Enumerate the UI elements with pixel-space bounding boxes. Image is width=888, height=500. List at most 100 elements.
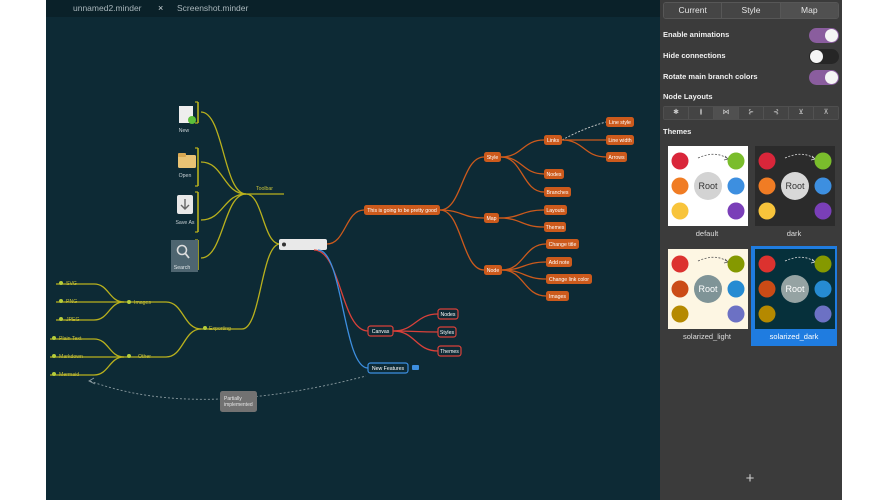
theme-color-swatch [758,177,776,195]
tab-screenshot[interactable]: Screenshot.minder [177,3,249,13]
partially-implemented-note[interactable] [220,391,257,412]
partially-label: Partially [224,396,242,402]
theme-color-swatch [814,305,832,323]
theme-color-swatch [758,280,776,298]
node-arrows[interactable] [606,152,627,162]
switch-knob [810,50,823,63]
node-change-title[interactable] [546,239,579,249]
theme-root-node [694,275,722,303]
link-images [165,301,202,330]
layout-horizontal-icon[interactable]: ⋈ [714,107,739,119]
node-node[interactable] [484,265,502,275]
layout-radial-icon[interactable]: ✱ [664,107,689,119]
theme-color-swatch [814,202,832,220]
link-toolbar-item [200,193,247,259]
node-line-width-label: Line width [608,138,631,144]
link-layouts [498,209,545,219]
node-links[interactable] [544,135,562,145]
sidebar-panel: Current Style Map Enable animations Hide… [660,0,842,500]
node-branches[interactable] [544,187,571,197]
node-style[interactable] [484,152,501,162]
node-new-features[interactable] [367,362,409,374]
link-toolbar-item [200,161,247,195]
root-node[interactable] [279,239,327,250]
plain-text-label: Plain Text [59,336,82,342]
link-themes-m [498,217,545,228]
images-label: Images [134,300,151,306]
theme-color-swatch [814,177,832,195]
node-pretty-good[interactable] [364,205,440,215]
rotate-colors-switch[interactable] [809,70,839,85]
dashed-connection [89,375,367,400]
node-line-width[interactable] [606,135,634,145]
enable-animations-switch[interactable] [809,28,839,43]
theme-color-swatch [727,152,745,170]
node-change-link-color[interactable] [546,274,592,284]
jpeg-dot [59,317,63,321]
theme-root-node [694,172,722,200]
node-line-style[interactable] [606,117,634,127]
theme-color-swatch [758,202,776,220]
link-new-features [317,249,369,369]
link-toolbar [245,193,281,245]
theme-card-default[interactable]: Root default [664,143,750,243]
node-style-label: Style [487,155,499,161]
layout-right-icon[interactable]: ⊱ [739,107,764,119]
link-style [439,156,485,211]
add-theme-icon[interactable]: + [745,470,755,487]
theme-preview-solarized-light: Root [668,249,748,329]
node-styles-c[interactable] [437,326,457,338]
theme-card-solarized-dark[interactable]: Root solarized_dark [751,246,837,346]
node-themes-c[interactable] [437,345,462,357]
other-label: Other [138,354,151,360]
layout-left-icon[interactable]: ⊰ [764,107,789,119]
tab-current[interactable]: Current [664,3,723,18]
node-images-n[interactable] [546,291,569,301]
node-nodes-c[interactable] [437,308,459,320]
theme-name: solarized_dark [769,332,819,341]
node-arrows-label: Arrows [608,155,625,161]
layout-down-icon[interactable]: ⊻ [789,107,814,119]
theme-preview-dark: Root [755,146,835,226]
link-nodes-c [392,313,439,332]
open-label: Open [179,173,192,179]
node-layouts-group: ✱ ≬ ⋈ ⊱ ⊰ ⊻ ⊼ [663,106,839,120]
link-line-style-dashed [561,121,607,141]
theme-preview-default: Root [668,146,748,226]
node-layouts-title: Node Layouts [663,92,713,101]
node-add-note[interactable] [546,257,572,267]
png-dot [59,299,63,303]
link-toolbar-item [200,111,247,195]
tab-unnamed2[interactable]: unnamed2.minder [73,3,142,13]
node-change-link-color-label: Change link color [549,277,589,283]
link-jpeg [93,301,125,321]
node-add-note-label: Add note [549,260,570,266]
note-indicator-icon[interactable] [412,365,419,370]
node-line-style-label: Line style [609,120,631,126]
node-layouts[interactable] [544,205,567,215]
exporting-label: Exporting [209,326,231,332]
theme-card-solarized-light[interactable]: Root solarized_light [664,246,750,346]
node-themes-m[interactable] [544,222,566,232]
tab-style[interactable]: Style [722,3,781,18]
open-folder-icon[interactable] [178,155,196,168]
hide-connections-switch[interactable] [809,49,839,64]
layout-up-icon[interactable]: ⊼ [814,107,838,119]
close-tab-icon[interactable]: × [158,3,164,13]
implemented-label: implemented [224,402,253,408]
tab-map[interactable]: Map [780,3,838,18]
themes-title: Themes [663,127,692,136]
node-map[interactable] [484,213,499,223]
node-nodes-s[interactable] [544,169,564,179]
option-hide-connections: Hide connections [663,49,839,65]
layout-vertical-icon[interactable]: ≬ [689,107,714,119]
theme-card-dark[interactable]: Root dark [751,143,837,243]
search-icon-handle [184,252,190,259]
node-styles-c-label: Styles [440,330,455,336]
other-dot [127,354,131,358]
link-links [500,139,545,158]
